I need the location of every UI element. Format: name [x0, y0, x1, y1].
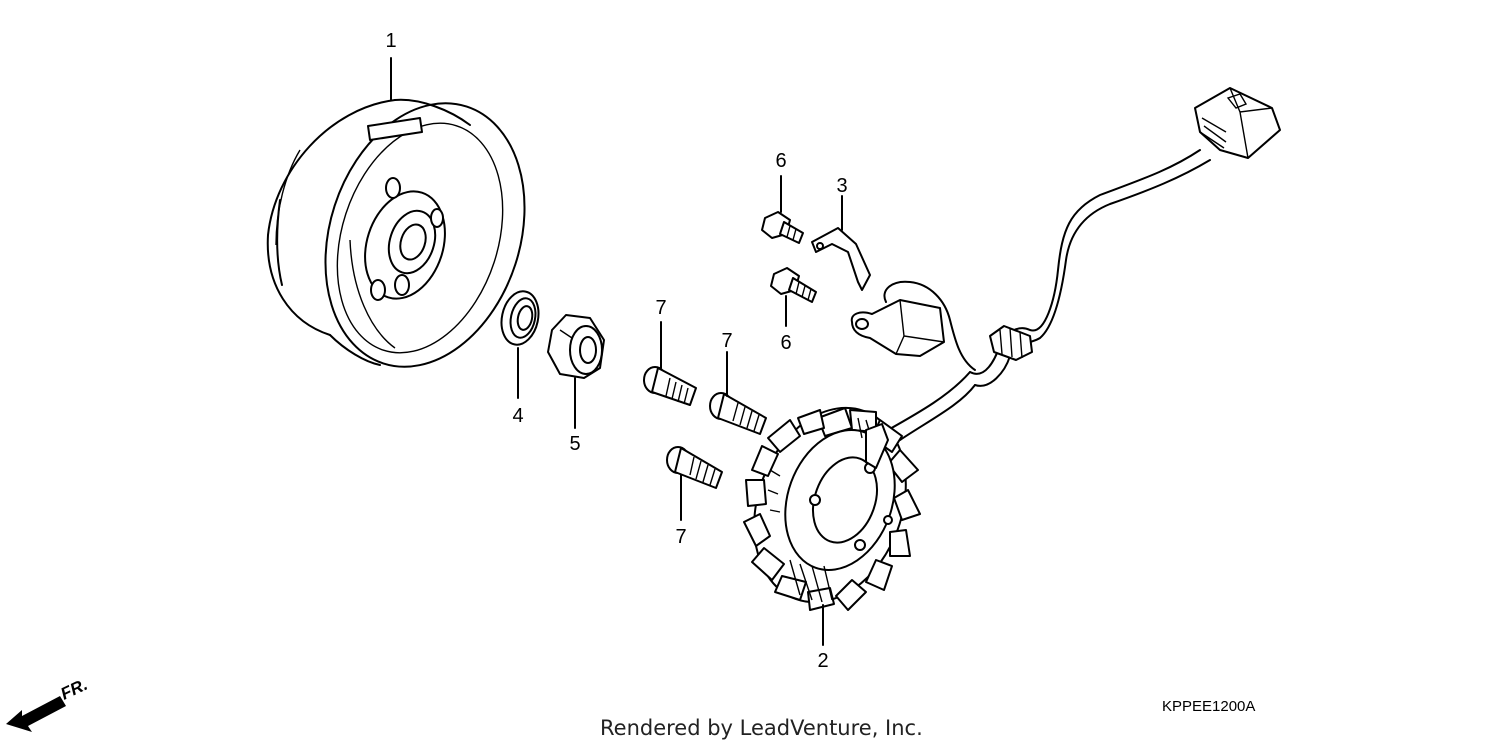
wire-clamp[interactable]	[811, 227, 871, 291]
bolt-7a[interactable]	[643, 366, 697, 406]
callout-6-top: 6	[775, 150, 786, 172]
leader-lines	[390, 57, 843, 646]
callout-5: 5	[569, 433, 580, 455]
bolt-7b[interactable]	[709, 392, 767, 435]
washer[interactable]	[497, 288, 543, 348]
callout-4: 4	[512, 405, 523, 427]
callout-7-left: 7	[655, 297, 666, 319]
callout-1: 1	[385, 30, 396, 52]
front-arrow-icon: FR.	[6, 675, 91, 732]
stator[interactable]	[728, 386, 932, 623]
bolt-7c[interactable]	[666, 446, 723, 489]
footer-credit: Rendered by LeadVenture, Inc.	[600, 716, 923, 740]
callout-7-low: 7	[675, 526, 686, 548]
callout-3: 3	[836, 175, 847, 197]
callout-6-bottom: 6	[780, 332, 791, 354]
flywheel-rotor[interactable]	[266, 77, 557, 392]
wire-harness[interactable]	[887, 87, 1281, 441]
flange-nut[interactable]	[547, 314, 605, 379]
drawing-code: KPPEE1200A	[1162, 698, 1256, 715]
pulse-generator[interactable]	[850, 280, 976, 371]
bolt-6a[interactable]	[761, 211, 804, 244]
bolt-6b[interactable]	[770, 267, 817, 303]
callout-2: 2	[817, 650, 828, 672]
front-indicator-label: FR.	[58, 675, 91, 704]
callouts: 1 2 3 4 5 6 6 7 7 7	[385, 30, 847, 672]
callout-7-mid: 7	[721, 330, 732, 352]
